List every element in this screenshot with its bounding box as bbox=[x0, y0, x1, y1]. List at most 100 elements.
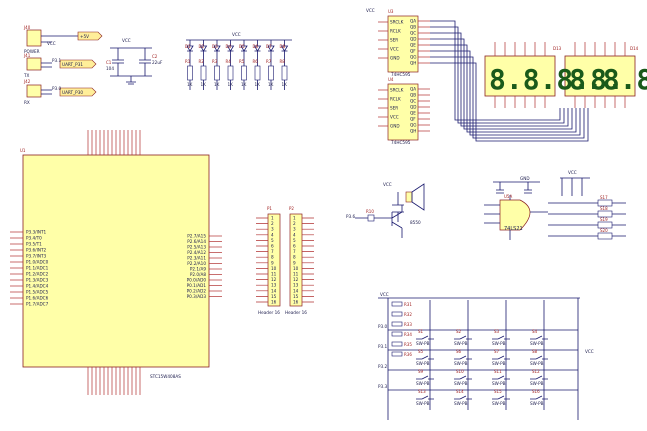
header-left-ref: P1 bbox=[267, 206, 272, 211]
connector-j42-label: RX bbox=[24, 100, 30, 105]
shift-out-label: QD bbox=[410, 37, 417, 42]
header-right-pin-num: 7 bbox=[293, 249, 296, 254]
led-wire bbox=[240, 40, 248, 90]
caps-vcc-label: VCC bbox=[122, 38, 131, 43]
header-right-pin-num: 2 bbox=[293, 221, 296, 226]
shift-registers: U3 74HC595 U4 74HC595 VCC bbox=[366, 8, 419, 145]
key-switch bbox=[416, 355, 434, 360]
buzzer-resistor: R10 bbox=[366, 209, 374, 214]
net-label-tx: UART_P31 bbox=[62, 62, 83, 67]
shift-pin-label: RCLK bbox=[390, 97, 401, 102]
key-label: SW-PB bbox=[530, 401, 544, 406]
key-switch bbox=[530, 395, 548, 400]
shift-pin-label: SER bbox=[390, 106, 398, 111]
connector-j42-ref: J42 bbox=[23, 79, 31, 84]
led-resistor bbox=[268, 65, 274, 81]
vcc-label-j40: VCC bbox=[47, 41, 56, 46]
led-ref: D3 bbox=[212, 44, 218, 49]
key-row-label: P3.0 bbox=[378, 324, 388, 329]
header-left-pin-num: 16 bbox=[271, 300, 277, 305]
display-pin-wire bbox=[544, 42, 626, 108]
header-left-pin-num: 14 bbox=[271, 288, 277, 293]
mcu: U1 STC15W408AS bbox=[20, 148, 210, 379]
led-resistor-value: 1K bbox=[241, 82, 247, 87]
led-ref: D1 bbox=[185, 44, 191, 49]
header-left-label: Header 16 bbox=[258, 310, 280, 315]
matrix-right-vcc: VCC bbox=[585, 349, 594, 354]
ir-key-ref: S18 bbox=[600, 206, 608, 211]
header-right-pin-num: 13 bbox=[293, 283, 299, 288]
mcu-top-pins bbox=[87, 130, 141, 155]
key-switch bbox=[492, 395, 510, 400]
display-bus-wire bbox=[430, 44, 577, 133]
header-right-label: Header 16 bbox=[285, 310, 307, 315]
key-row-label: P3.3 bbox=[378, 384, 388, 389]
key-resistor-ref: R31 bbox=[404, 302, 412, 307]
header-right-pin-num: 12 bbox=[293, 277, 299, 282]
key-switch bbox=[454, 335, 472, 340]
led-wire bbox=[213, 40, 221, 90]
decoupling-caps: VCC C1 104 C2 22uF bbox=[106, 38, 163, 85]
shift-2-part: 74HC595 bbox=[391, 140, 411, 145]
shift-out-label: QG bbox=[410, 55, 417, 60]
headers: P1 P2 Header 16 Header 16 bbox=[258, 206, 307, 315]
key-ref: S5 bbox=[418, 349, 424, 354]
ir-key-ref: S17 bbox=[600, 195, 608, 200]
mcu-left-pin-label: P3.3/INT1 bbox=[26, 230, 47, 235]
led-vcc-label: VCC bbox=[232, 32, 241, 37]
display-pin-wire bbox=[494, 42, 576, 108]
shift-pin-label: SRCLK bbox=[390, 20, 404, 25]
led-ref: D8 bbox=[280, 44, 286, 49]
led-resistor-ref: R5 bbox=[239, 59, 245, 64]
key-label: SW-PB bbox=[492, 401, 506, 406]
shift-out-label: QF bbox=[410, 49, 416, 54]
key-switch bbox=[454, 395, 472, 400]
key-resistor-ref: R35 bbox=[404, 342, 412, 347]
header-left-pin-num: 9 bbox=[271, 260, 274, 265]
comparator-caption: 74LS21 bbox=[504, 226, 523, 232]
shift-register-1 bbox=[387, 15, 419, 73]
header-left-body bbox=[267, 213, 281, 307]
connector-j42 bbox=[26, 84, 42, 98]
header-left-pin-num: 4 bbox=[271, 232, 274, 237]
led-resistor-ref: R4 bbox=[226, 59, 232, 64]
display-right-digits: 8.8.8.8. bbox=[569, 63, 647, 96]
shift-pin-label: GND bbox=[390, 56, 400, 61]
display-right-body bbox=[564, 55, 636, 97]
shift-pin-label: GND bbox=[390, 124, 400, 129]
led-wire bbox=[226, 40, 235, 90]
buzzer-transistor: 8550 bbox=[410, 220, 421, 225]
shift-1-ref: U3 bbox=[388, 9, 394, 14]
key-label: SW-PB bbox=[492, 381, 506, 386]
key-resistor bbox=[391, 351, 403, 357]
mcu-right-pins: P2.7/A15P2.6/A14P2.5/A13P2.4/A12P2.3/A11… bbox=[187, 234, 222, 299]
mcu-right-pin-label: P2.4/A12 bbox=[187, 250, 206, 255]
key-ref: S1 bbox=[418, 329, 424, 334]
mcu-left-pin-label: P1.7/ADC7 bbox=[26, 302, 49, 307]
header-right-pin-num: 1 bbox=[293, 216, 296, 221]
key-label: SW-PB bbox=[454, 381, 468, 386]
display-pins bbox=[494, 42, 626, 108]
mcu-right-pin-label: P2.1/A9 bbox=[190, 267, 206, 272]
led-resistor bbox=[281, 65, 288, 81]
key-switch bbox=[454, 375, 472, 380]
key-ref: S10 bbox=[456, 369, 464, 374]
buzzer-net: P3.6 bbox=[346, 214, 356, 219]
key-label: SW-PB bbox=[492, 361, 506, 366]
key-label: SW-PB bbox=[530, 381, 544, 386]
key-label: SW-PB bbox=[530, 361, 544, 366]
key-switch bbox=[454, 355, 472, 360]
header-left-pin-num: 2 bbox=[271, 221, 274, 226]
header-right-pin-num: 15 bbox=[293, 294, 299, 299]
pin-label-rx: P3.0 bbox=[52, 86, 62, 91]
shift-out-label: QG bbox=[410, 123, 417, 128]
led-resistor bbox=[227, 65, 234, 81]
display-bus-wire bbox=[430, 62, 589, 142]
key-resistor-ref: R36 bbox=[404, 352, 412, 357]
key-ref: S8 bbox=[532, 349, 538, 354]
buzzer-vcc-label: VCC bbox=[383, 182, 392, 187]
comparator-ref: U5A bbox=[504, 194, 512, 199]
header-right-pin-num: 14 bbox=[293, 288, 299, 293]
shift-out-label: QA bbox=[410, 19, 416, 24]
